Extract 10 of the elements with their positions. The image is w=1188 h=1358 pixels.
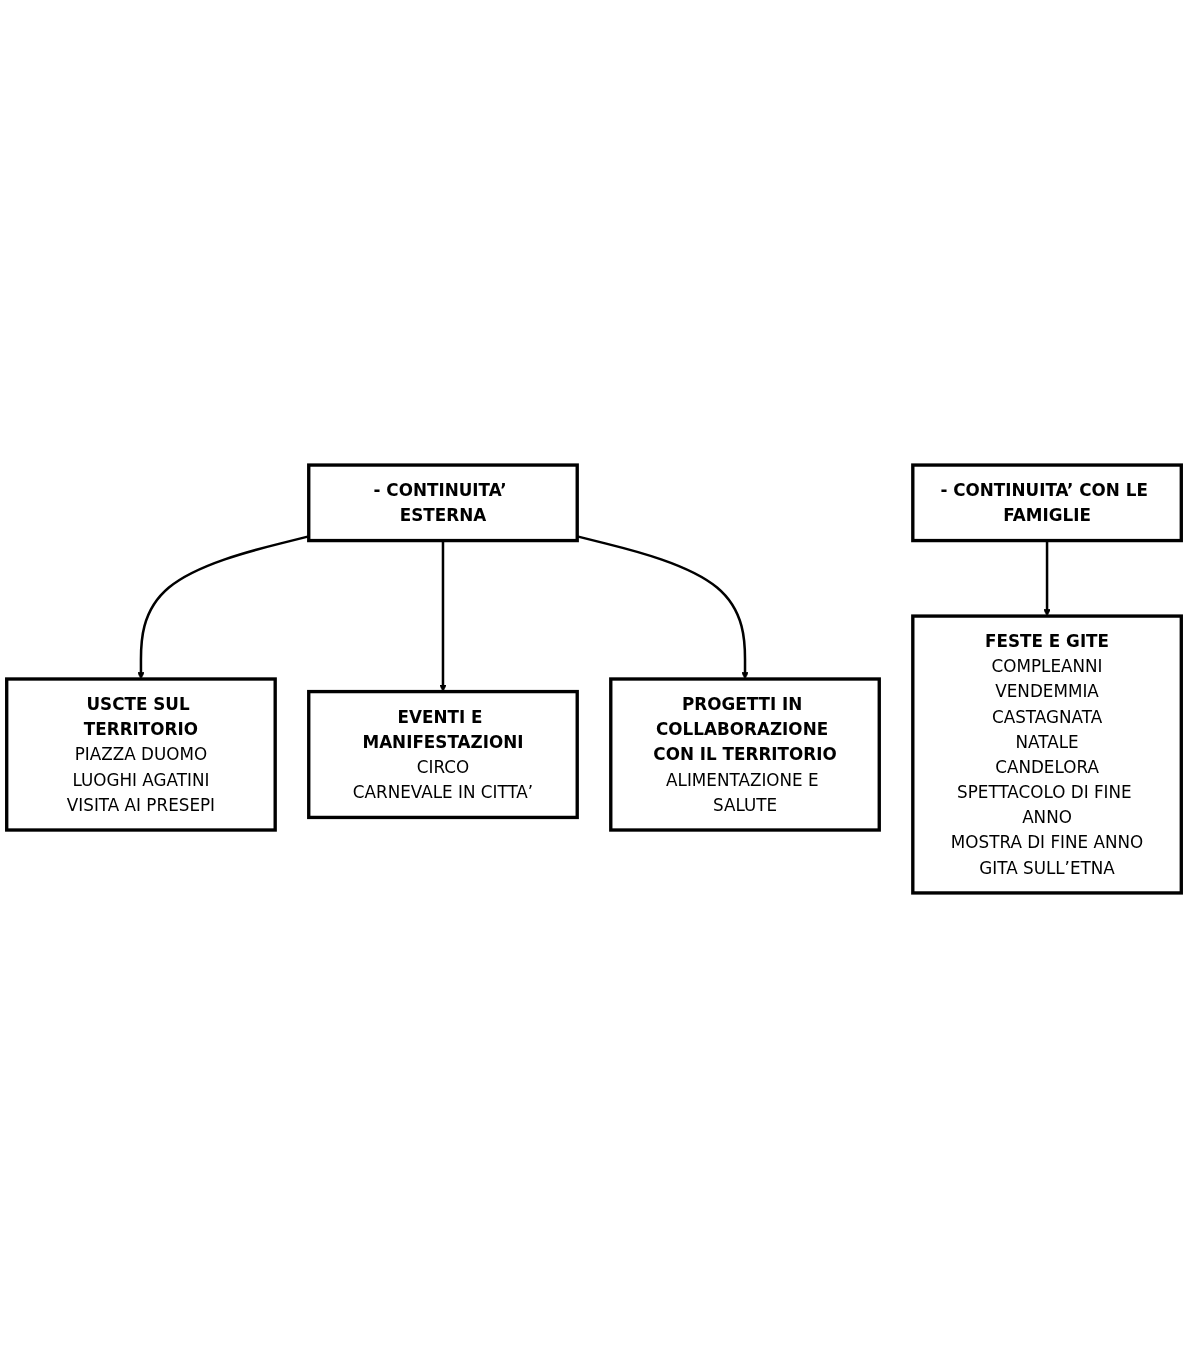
arrow: [1043, 540, 1051, 617]
node-box: USCTE SUL TERRITORIO PIAZZA DUOMO LUOGHI AGATINI VISITA AI PRESEPI: [5, 677, 277, 832]
node-box: PROGETTI IN COLLABORAZIONE CON IL TERRITORIO ALIMENTAZIONE E SALUTE: [609, 677, 881, 832]
node-box: - CONTINUITA’ CON LE FAMIGLIE: [911, 463, 1183, 543]
node-box: EVENTI E MANIFESTAZIONI CIRCO CARNEVALE IN CITTA’: [307, 689, 579, 820]
arrow: [439, 540, 447, 692]
node-box: - CONTINUITA’ ESTERNA: [307, 463, 579, 543]
arrow: [576, 535, 749, 680]
arrow: [137, 535, 310, 680]
node-box: FESTE E GITE COMPLEANNI VENDEMMIA CASTAGNATA NATALE CANDELORA SPETTACOLO DI FINE ANNO MOSTRA DI FINE ANNO GITA SULL’ETNA: [911, 614, 1183, 895]
